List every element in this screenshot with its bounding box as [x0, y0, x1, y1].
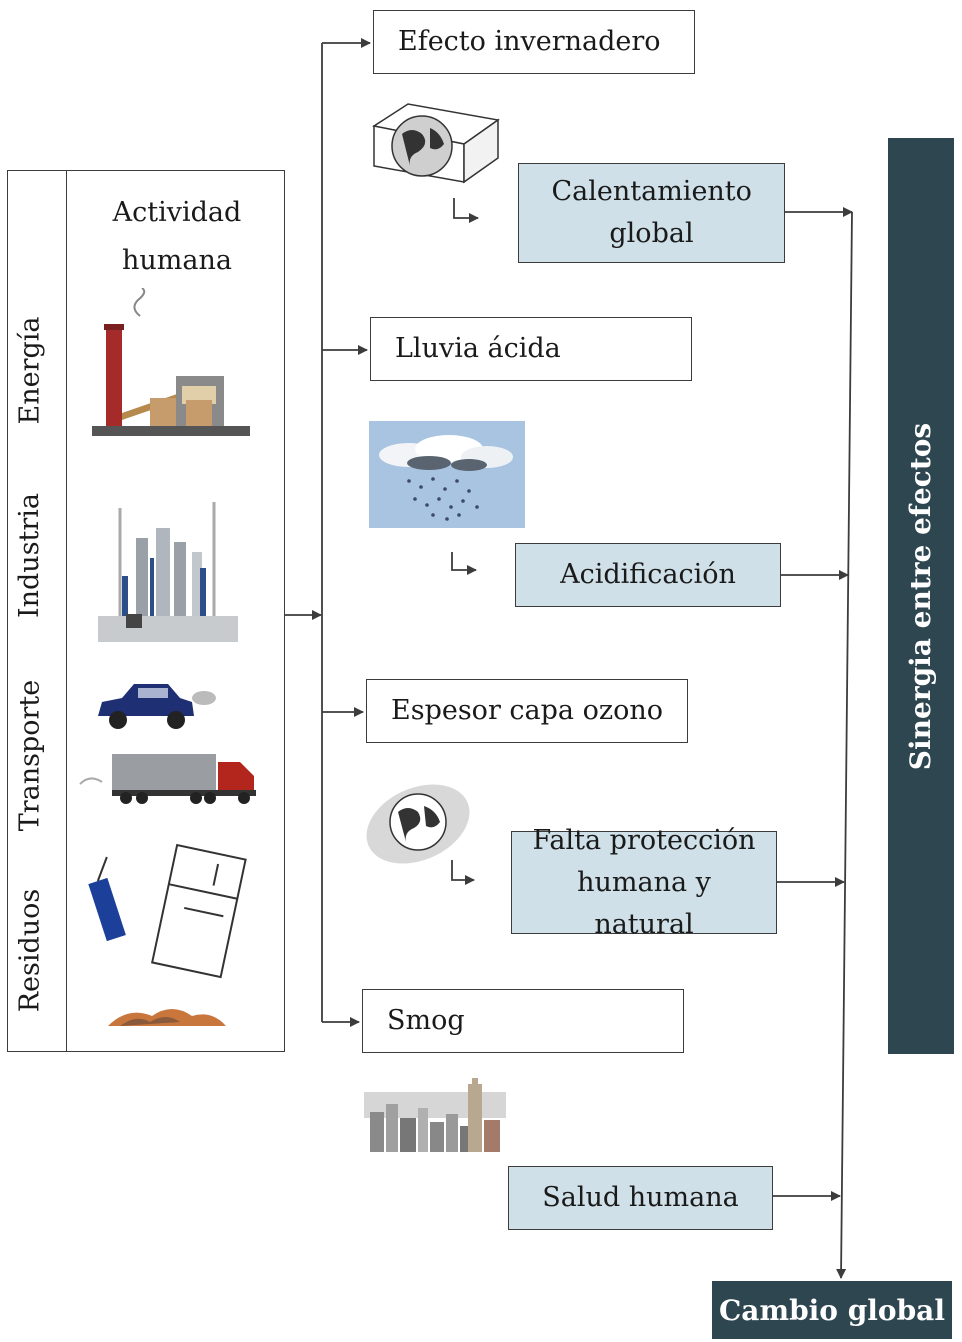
acid-rain-icon [369, 421, 525, 528]
cause-box-efecto-invernadero: Efecto invernadero [373, 10, 695, 74]
ozone-globe-icon [366, 784, 470, 864]
cause-box-smog: Smog [362, 989, 684, 1053]
panel-divider [66, 171, 67, 1051]
sector-label-transporte: Transporte [14, 679, 46, 831]
power-plant-icon [92, 288, 250, 436]
factory-icon [98, 502, 238, 642]
effect-box-acidificacion: Acidificación [515, 543, 781, 607]
truck-icon [79, 754, 256, 804]
waste-icon [88, 843, 247, 1026]
greenhouse-globe-icon [372, 103, 500, 184]
sector-label-energia: Energía [14, 316, 46, 424]
sinergia-bar: Sinergia entre efectos [888, 138, 954, 1054]
result-box-cambio-global: Cambio global [712, 1281, 952, 1339]
panel-title: Actividad humana [112, 197, 242, 276]
effect-box-falta-proteccion: Falta protección humana y natural [511, 825, 777, 940]
cause-box-lluvia-acida: Lluvia ácida [370, 317, 692, 381]
cause-box-espesor-capa-ozono: Espesor capa ozono [366, 679, 688, 743]
sector-label-residuos: Residuos [14, 888, 46, 1012]
smog-city-icon [364, 1078, 506, 1152]
effect-box-calentamiento-global: Calentamiento global [518, 163, 785, 263]
car-icon [98, 684, 216, 729]
sector-label-industria: Industria [14, 492, 46, 618]
effect-box-salud-humana: Salud humana [508, 1166, 773, 1230]
activity-panel: Actividad humana [7, 170, 285, 1052]
